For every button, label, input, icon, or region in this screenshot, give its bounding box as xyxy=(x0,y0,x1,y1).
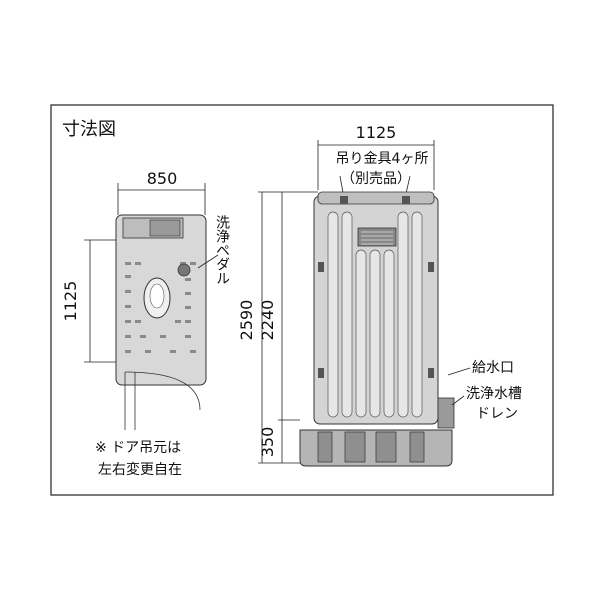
vent-slats xyxy=(361,231,393,245)
drawing-frame xyxy=(50,104,554,496)
door-swing-arc xyxy=(124,371,201,430)
pedal-leader-line xyxy=(197,254,219,269)
water-inlet-label: 給水口 xyxy=(472,360,514,376)
hanger-label-line1: 吊り金具4ヶ所 xyxy=(336,151,429,167)
drawing-title: 寸法図 xyxy=(62,119,116,140)
hanger-left xyxy=(340,196,348,204)
base-feet xyxy=(317,431,425,463)
base-height-label: 350 xyxy=(258,427,277,458)
plan-pedal xyxy=(177,263,191,277)
door-note-line2: 左右変更自在 xyxy=(98,461,182,478)
drain-tank xyxy=(437,397,455,429)
front-view: 1125 吊り金具4ヶ所 （別売品） 2590 2240 350 xyxy=(237,123,522,467)
plan-view: 850 1125 xyxy=(61,169,230,478)
front-width-label: 1125 xyxy=(356,123,397,142)
door-ribs xyxy=(327,211,423,418)
door-note-line1: ※ ドア吊元は xyxy=(95,440,181,456)
drain-label-line1: 洗浄水槽 xyxy=(466,386,522,402)
plan-toilet-opening xyxy=(149,283,165,309)
body-height-label: 2240 xyxy=(258,300,277,341)
water-inlet-leader xyxy=(447,367,471,376)
drain-leader xyxy=(451,395,465,406)
hinge-left-lower xyxy=(318,368,324,378)
plan-tank-cap xyxy=(149,219,181,237)
plan-floor-pattern xyxy=(125,262,196,353)
total-height-label: 2590 xyxy=(237,300,256,341)
cabin-vent xyxy=(357,227,397,247)
hanger-label-line2: （別売品） xyxy=(341,171,411,187)
cabin-roof xyxy=(317,191,435,205)
plan-width-label: 850 xyxy=(147,169,178,188)
pedal-label: 洗浄ペダル xyxy=(214,215,230,285)
hinge-right-lower xyxy=(428,368,434,378)
plan-depth-label: 1125 xyxy=(61,281,80,322)
hinge-right-upper xyxy=(428,262,434,272)
hanger-right xyxy=(402,196,410,204)
drain-label-line2: ドレン xyxy=(476,406,518,422)
hinge-left-upper xyxy=(318,262,324,272)
